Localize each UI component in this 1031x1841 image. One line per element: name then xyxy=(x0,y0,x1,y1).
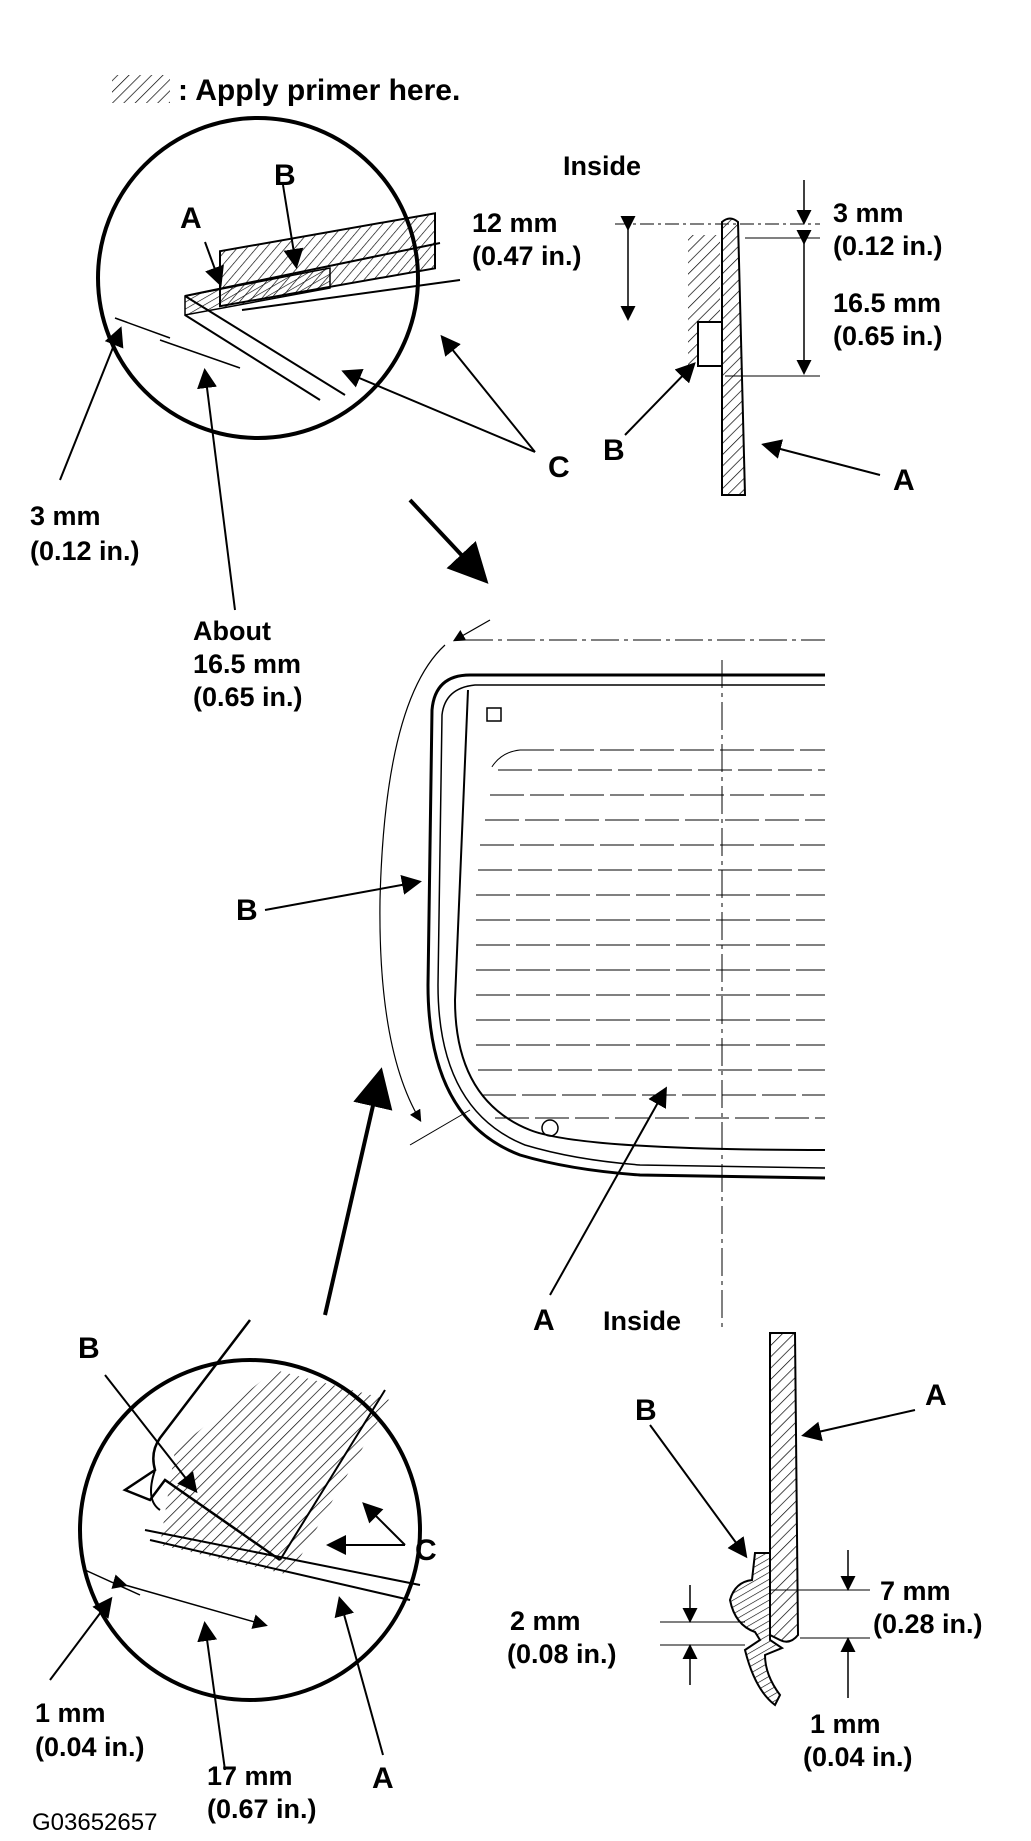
top-circle-label-b: B xyxy=(274,159,296,192)
glass-label-a: A xyxy=(533,1304,555,1337)
top-section-dim-12mm: 12 mm xyxy=(472,208,558,238)
top-circle-dim-3mm-in: (0.12 in.) xyxy=(30,536,140,566)
top-circle-dim-about: About xyxy=(193,616,271,646)
top-section-dim-3mm: 3 mm xyxy=(833,198,904,228)
legend-text: : Apply primer here. xyxy=(178,74,460,107)
glass-label-b: B xyxy=(236,894,258,927)
legend: : Apply primer here. xyxy=(112,74,460,107)
top-circle-dim-3mm: 3 mm xyxy=(30,501,101,531)
rear-glass-view: B A xyxy=(236,619,826,1337)
figure-code: G03652657 xyxy=(32,1809,157,1836)
bottom-section-dim-7mm: 7 mm xyxy=(880,1576,951,1606)
top-section-inside: Inside xyxy=(563,151,641,181)
top-section-label-a: A xyxy=(893,464,915,497)
top-section-label-b: B xyxy=(603,434,625,467)
bottom-detail-circle: B C 1 mm (0.04 in.) 17 mm (0.67 in.) A xyxy=(35,1319,437,1824)
top-circle-dim-about-in: (0.65 in.) xyxy=(193,682,303,712)
bottom-circle-label-a: A xyxy=(372,1762,394,1795)
bottom-section-view: Inside B A 7 mm (0.28 in.) 2 mm (0.08 in… xyxy=(507,1306,983,1772)
bottom-circle-dim-1mm: 1 mm xyxy=(35,1698,106,1728)
bottom-section-dim-1mm-in: (0.04 in.) xyxy=(803,1742,913,1772)
bottom-section-label-a: A xyxy=(925,1379,947,1412)
bottom-section-dim-2mm-in: (0.08 in.) xyxy=(507,1639,617,1669)
top-circle-dim-about-mm: 16.5 mm xyxy=(193,649,301,679)
bottom-circle-label-c: C xyxy=(415,1534,437,1567)
top-circle-label-c: C xyxy=(548,451,570,484)
top-section-dim-165mm-in: (0.65 in.) xyxy=(833,321,943,351)
bottom-section-inside: Inside xyxy=(603,1306,681,1336)
bottom-section-dim-7mm-in: (0.28 in.) xyxy=(873,1609,983,1639)
top-detail-circle: A B C 3 mm (0.12 in.) About 16.5 mm (0.6… xyxy=(30,116,570,712)
bottom-section-label-b: B xyxy=(635,1394,657,1427)
top-section-dim-12mm-in: (0.47 in.) xyxy=(472,241,582,271)
top-section-dim-3mm-in: (0.12 in.) xyxy=(833,231,943,261)
hatch-pattern-icon xyxy=(112,75,170,103)
bottom-circle-label-b: B xyxy=(78,1332,100,1365)
top-section-view: Inside 12 mm (0.47 in.) 3 mm (0.12 in.) … xyxy=(472,151,943,497)
bottom-circle-dim-17mm-in: (0.67 in.) xyxy=(207,1794,317,1824)
bottom-circle-dim-17mm: 17 mm xyxy=(207,1761,293,1791)
connector-arrow-bottom xyxy=(323,1067,393,1316)
bottom-circle-dim-1mm-in: (0.04 in.) xyxy=(35,1732,145,1762)
defroster-lines xyxy=(476,749,825,1119)
top-circle-label-a: A xyxy=(180,202,202,235)
bottom-section-dim-2mm: 2 mm xyxy=(510,1606,581,1636)
bottom-section-dim-1mm: 1 mm xyxy=(810,1709,881,1739)
top-section-dim-165mm: 16.5 mm xyxy=(833,288,941,318)
connector-arrow-top xyxy=(408,498,489,584)
